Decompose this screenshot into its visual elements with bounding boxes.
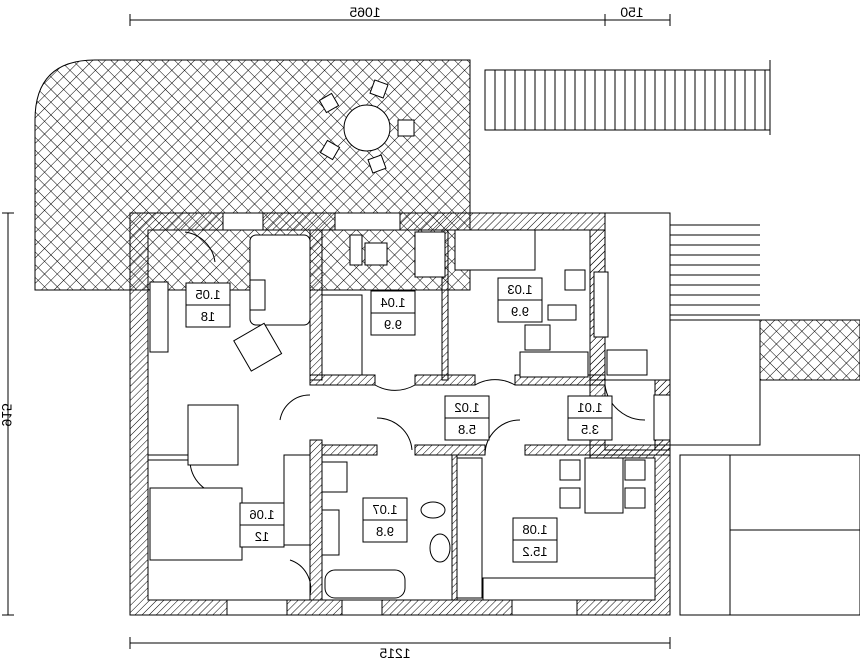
room-label-1-07: 1.07 9.8 [362,497,408,543]
room-label-1-01: 1.01 3.5 [567,395,613,441]
room-area: 9.9 [511,304,529,319]
room-area: 15.2 [522,544,547,559]
room-labels: 1.05 18 1.04 9.9 1.03 9.9 1.02 5.8 1.01 3.5 1.07 9.… [185,277,613,563]
room-number: 1.04 [380,295,405,310]
dimension-bottom-label: 1215 [379,645,410,661]
room-label-1-05: 1.05 18 [185,282,231,328]
dimension-top-right-label: 150 [620,4,644,20]
dimension-top: 1065 150 [129,4,671,26]
room-area: 18 [201,309,215,324]
room-area: 5.8 [458,422,476,437]
room-number: 1.07 [372,502,397,517]
room-number: 1.05 [195,287,220,302]
terrace-table-set [318,79,415,174]
dimension-bottom: 1215 [129,637,671,661]
staircase [484,60,860,616]
room-number: 1.06 [249,507,274,522]
room-label-1-06: 1.06 12 [239,502,285,548]
room-label-1-02: 1.02 5.8 [444,395,490,441]
room-label-1-08: 1.08 15.2 [512,517,558,563]
room-label-1-03: 1.03 9.9 [497,277,543,323]
room-number: 1.08 [522,522,547,537]
room-area: 9.9 [384,317,402,332]
room-area: 9.8 [376,524,394,539]
dimension-left: 915 [0,212,15,616]
room-label-1-04: 1.04 9.9 [370,290,416,336]
room-number: 1.03 [507,282,532,297]
right-terrace [759,319,860,381]
dimension-top-main-label: 1065 [349,4,380,20]
room-area: 12 [255,529,269,544]
dimension-left-label: 915 [0,403,15,427]
furniture [149,229,656,601]
room-area: 3.5 [581,422,599,437]
room-number: 1.01 [577,400,602,415]
doors [184,231,646,596]
windows [222,212,671,616]
room-number: 1.02 [454,400,479,415]
